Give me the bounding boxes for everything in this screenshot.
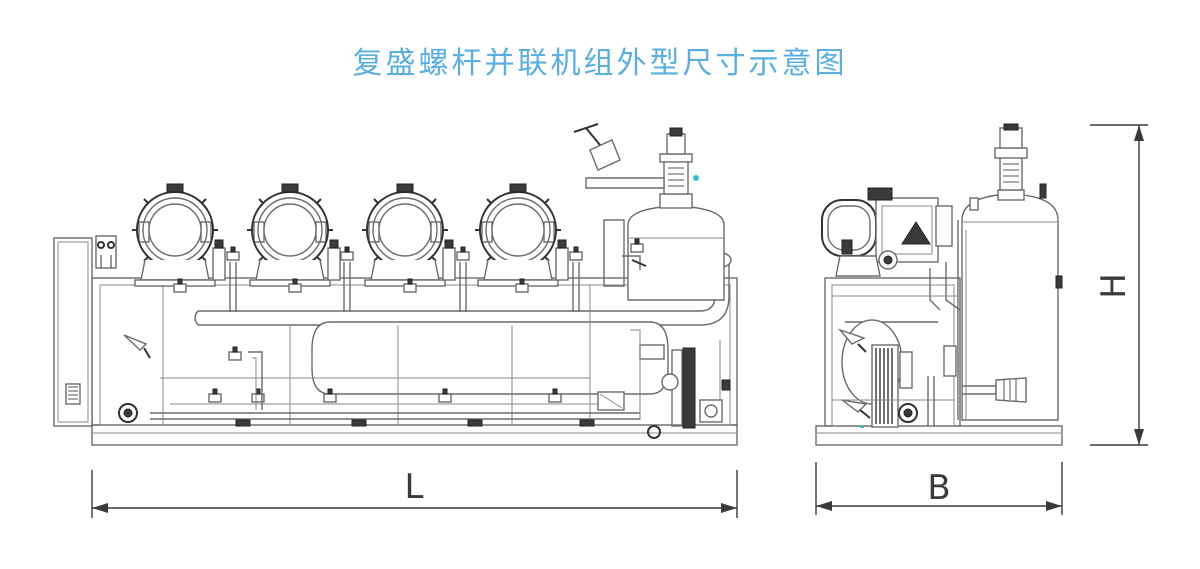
diagram-title: 复盛螺杆并联机组外型尺寸示意图	[352, 46, 848, 81]
dimension-length: L	[91, 467, 738, 518]
height-label: H	[1094, 273, 1134, 299]
dimension-width: B	[815, 462, 1063, 515]
length-label: L	[405, 467, 424, 507]
front-view	[53, 123, 738, 446]
width-label: B	[927, 468, 950, 508]
side-view	[815, 123, 1063, 446]
dimension-height: H	[1090, 124, 1148, 446]
